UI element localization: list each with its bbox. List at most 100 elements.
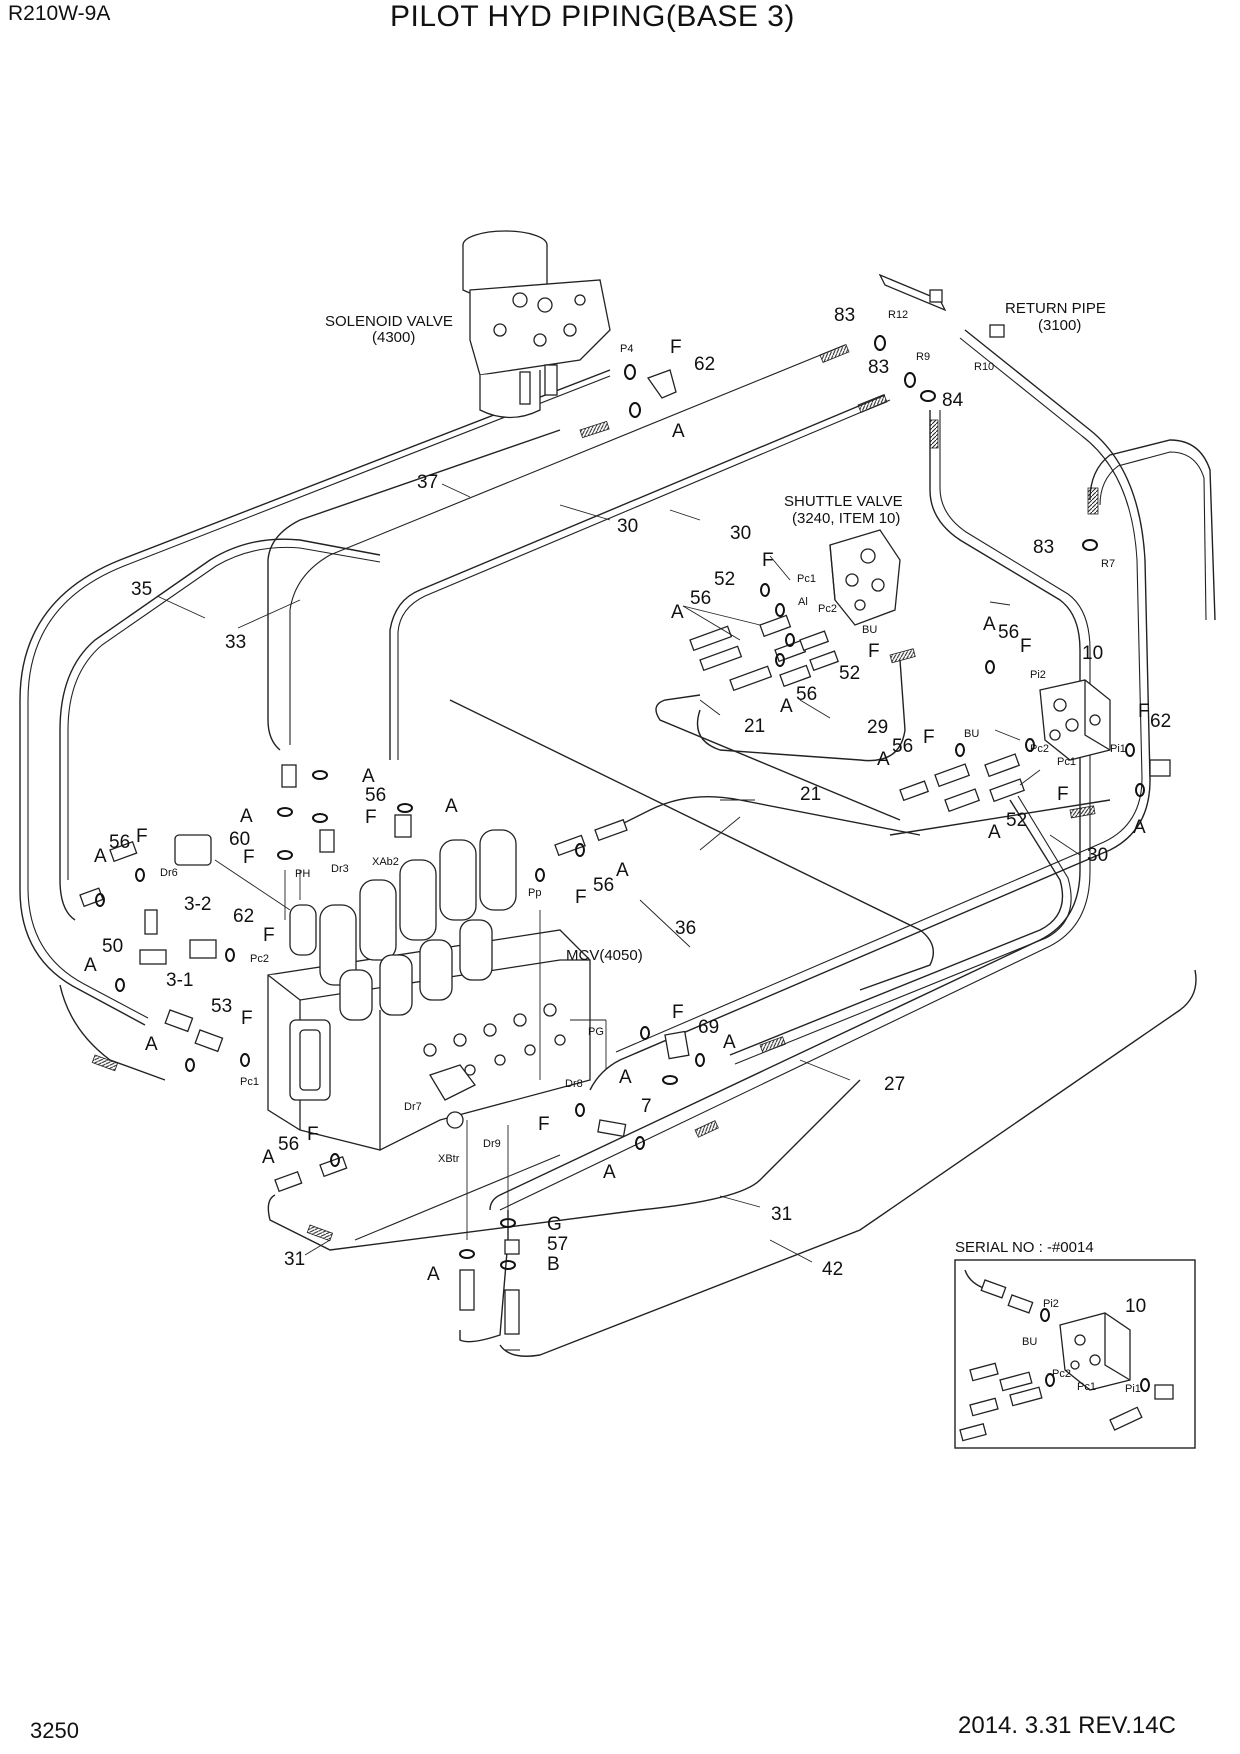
port-Pc2: Pc2 bbox=[250, 953, 269, 965]
callout-69: 69 bbox=[698, 1017, 719, 1038]
callout-31: 31 bbox=[284, 1249, 305, 1270]
callout-35: 35 bbox=[131, 579, 152, 600]
label-A: A bbox=[445, 796, 458, 817]
hose-35 bbox=[19, 369, 611, 1026]
leader-lines bbox=[156, 483, 1081, 1263]
label-A: A bbox=[672, 421, 685, 442]
label-B: B bbox=[547, 1254, 560, 1275]
label-F: F bbox=[868, 641, 880, 662]
return-pipe-label-1: RETURN PIPE bbox=[1005, 300, 1106, 317]
text-labels: SOLENOID VALVE (4300) RETURN PIPE (3100)… bbox=[84, 300, 1171, 1395]
port-PG: PG bbox=[588, 1026, 604, 1038]
port-PH: PH bbox=[295, 868, 310, 880]
callout-52: 52 bbox=[714, 569, 735, 590]
port-Pi2: Pi2 bbox=[1043, 1298, 1059, 1310]
callout-56: 56 bbox=[892, 736, 913, 757]
port-Dr3: Dr3 bbox=[331, 863, 349, 875]
hose-33 bbox=[59, 538, 381, 921]
port-R7: R7 bbox=[1101, 558, 1115, 570]
port-R12: R12 bbox=[888, 309, 908, 321]
valve-block-10 bbox=[1039, 679, 1111, 761]
label-F: F bbox=[263, 925, 275, 946]
label-A: A bbox=[671, 602, 684, 623]
label-F: F bbox=[1020, 636, 1032, 657]
revision-date: 2014. 3.31 REV.14C bbox=[958, 1712, 1176, 1739]
hose-33-inner bbox=[67, 546, 381, 880]
port-Pc1: Pc1 bbox=[1057, 756, 1076, 768]
hose-37-b bbox=[289, 344, 846, 745]
page-number: 3250 bbox=[30, 1718, 79, 1743]
hose-84 bbox=[489, 410, 1081, 1211]
port-P4: P4 bbox=[620, 343, 633, 355]
port-Pc2: Pc2 bbox=[818, 603, 837, 615]
callout-57: 57 bbox=[547, 1234, 568, 1255]
drain-line bbox=[459, 1210, 509, 1343]
label-A: A bbox=[616, 860, 629, 881]
label-A: A bbox=[84, 955, 97, 976]
label-A: A bbox=[983, 614, 996, 635]
callout-30: 30 bbox=[1087, 845, 1108, 866]
callout-50: 50 bbox=[102, 936, 123, 957]
return-pipe-b bbox=[615, 337, 1143, 1053]
callout-83: 83 bbox=[834, 305, 855, 326]
label-F: F bbox=[307, 1124, 319, 1145]
o-rings bbox=[95, 335, 1145, 1270]
hose-crimps bbox=[91, 343, 1099, 1242]
callout-10: 10 bbox=[1125, 1296, 1146, 1317]
port-BU: BU bbox=[862, 624, 877, 636]
hose-21-a bbox=[655, 694, 901, 821]
port-Dr7: Dr7 bbox=[404, 1101, 422, 1113]
callout-60: 60 bbox=[229, 829, 250, 850]
label-F: F bbox=[136, 826, 148, 847]
hose-27 bbox=[729, 799, 1064, 1056]
callout-52: 52 bbox=[839, 663, 860, 684]
callout-56: 56 bbox=[109, 832, 130, 853]
label-A: A bbox=[240, 806, 253, 827]
hose-36 bbox=[449, 699, 934, 991]
label-A: A bbox=[619, 1067, 632, 1088]
callout-29: 29 bbox=[867, 717, 888, 738]
page-title: PILOT HYD PIPING(BASE 3) bbox=[390, 0, 795, 33]
port-Pi1: Pi1 bbox=[1110, 743, 1126, 755]
hose-r7-b bbox=[1099, 451, 1207, 621]
label-F: F bbox=[762, 550, 774, 571]
callout-62: 62 bbox=[1150, 711, 1171, 732]
label-F: F bbox=[923, 727, 935, 748]
label-A: A bbox=[94, 846, 107, 867]
port-Pc1: Pc1 bbox=[240, 1076, 259, 1088]
port-Al: Al bbox=[798, 596, 808, 608]
shuttle-label-1: SHUTTLE VALVE bbox=[784, 493, 903, 510]
callout-56: 56 bbox=[796, 684, 817, 705]
callout-27: 27 bbox=[884, 1074, 905, 1095]
hose-35-inner bbox=[27, 375, 611, 1019]
callout-56: 56 bbox=[365, 785, 386, 806]
hose-left-bottom bbox=[59, 984, 166, 1081]
port-Pi1: Pi1 bbox=[1125, 1383, 1141, 1395]
callout-52: 52 bbox=[1006, 810, 1027, 831]
port-Pc2: Pc2 bbox=[1052, 1368, 1071, 1380]
serial-label: SERIAL NO : -#0014 bbox=[955, 1239, 1094, 1256]
mcv-label: MCV(4050) bbox=[566, 947, 643, 964]
port-Pc2: Pc2 bbox=[1030, 743, 1049, 755]
callout-36: 36 bbox=[675, 918, 696, 939]
label-F: F bbox=[1138, 701, 1150, 722]
hose-r7 bbox=[1089, 439, 1216, 621]
label-A: A bbox=[262, 1147, 275, 1168]
hose-31 bbox=[267, 1079, 861, 1251]
callout-30: 30 bbox=[617, 516, 638, 537]
callout-56: 56 bbox=[998, 622, 1019, 643]
shuttle-label-2: (3240, ITEM 10) bbox=[792, 510, 900, 527]
hose-29 bbox=[696, 659, 906, 762]
label-F: F bbox=[670, 337, 682, 358]
return-pipe-label-2: (3100) bbox=[1038, 317, 1081, 334]
callout-21: 21 bbox=[744, 716, 765, 737]
label-F: F bbox=[575, 887, 587, 908]
port-BU: BU bbox=[964, 728, 979, 740]
label-F: F bbox=[241, 1008, 253, 1029]
hose-84-b bbox=[499, 410, 1091, 1211]
port-Pi2: Pi2 bbox=[1030, 669, 1046, 681]
callout-10: 10 bbox=[1082, 643, 1103, 664]
label-A: A bbox=[362, 766, 375, 787]
callout-37: 37 bbox=[417, 472, 438, 493]
